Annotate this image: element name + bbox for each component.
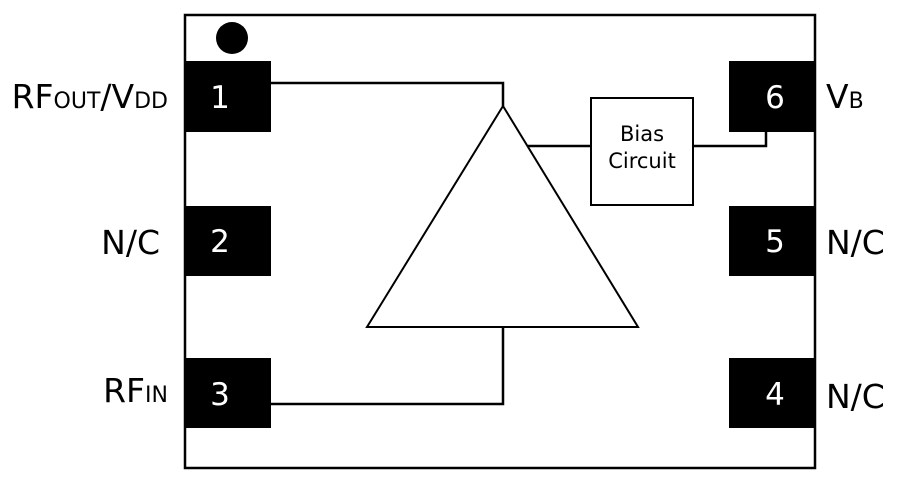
pin-6-label-b: B [849, 89, 864, 114]
pin-6-number: 6 [765, 80, 785, 116]
pin-6: 6 [729, 61, 815, 132]
pin-6-label-v: V [826, 77, 849, 116]
pin-1-label-v: /V [100, 77, 134, 116]
pin-5: 5 [729, 206, 815, 276]
pin-2-label: N/C [101, 223, 160, 262]
pin-6-pad [729, 61, 815, 132]
pin-1-label-dd: DD [134, 89, 168, 114]
pin-3-label-in: IN [145, 383, 168, 408]
pin-1-pad [185, 61, 271, 132]
bias-circuit-label-line1: Bias [620, 122, 664, 146]
bias-to-vb-wire [693, 130, 768, 148]
pin-1-label-out: OUT [54, 89, 101, 114]
pin-1-label: RFOUT/VDD [12, 77, 168, 116]
rfout-wire [270, 81, 505, 106]
bias-circuit-label-line2: Circuit [608, 149, 676, 173]
pin-2-pad [185, 206, 271, 276]
pin-1-label-rf: RF [12, 77, 54, 116]
bias-circuit-box [590, 97, 694, 206]
pin-5-pad [729, 206, 815, 276]
pin-3-label: RFIN [103, 371, 168, 410]
pin-4-label: N/C [826, 377, 885, 416]
pin-4-pad [729, 358, 815, 428]
rfin-wire [270, 327, 505, 406]
pin-4-number: 4 [765, 377, 785, 413]
pin-3: 3 [185, 358, 271, 428]
pin-4: 4 [729, 358, 815, 428]
pin-3-label-rf: RF [103, 371, 145, 410]
pin-3-number: 3 [210, 377, 230, 413]
pin-5-label: N/C [826, 223, 885, 262]
pin-5-number: 5 [765, 224, 785, 260]
pin-6-label: VB [826, 77, 864, 116]
pin-2-number: 2 [210, 224, 230, 260]
pin-2: 2 [185, 206, 271, 276]
pin-1-number: 1 [210, 80, 230, 116]
pin1-marker-dot [216, 22, 248, 54]
pin-3-pad [185, 358, 271, 428]
pin-1: 1 [185, 61, 271, 132]
amplifier-triangle [365, 104, 640, 328]
